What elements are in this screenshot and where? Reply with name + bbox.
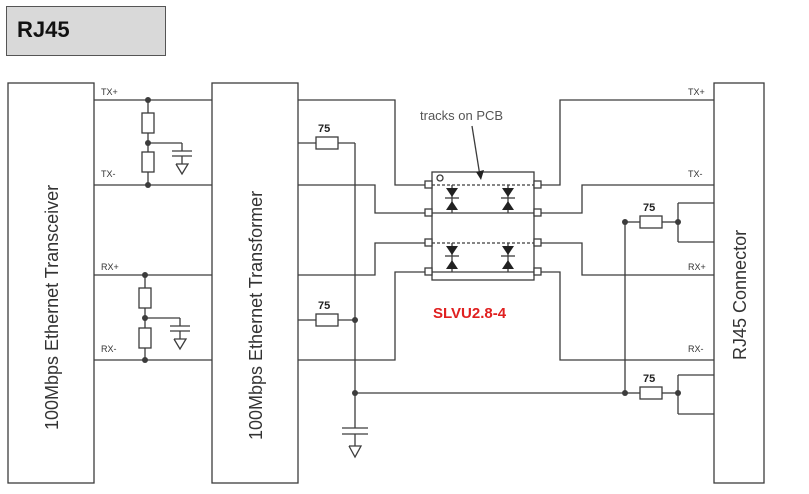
- tvs-chip: [424, 171, 542, 281]
- diagram-title: RJ45: [17, 17, 70, 42]
- resistor-label-4: 75: [643, 373, 655, 385]
- transceiver-label: 100Mbps Ethernet Transceiver: [42, 185, 62, 430]
- connector-termination-network: [622, 202, 714, 415]
- tx-plus-label-right: TX+: [688, 87, 705, 97]
- tx-termination-network: [141, 97, 192, 188]
- tracks-annotation: tracks on PCB: [420, 108, 503, 123]
- part-number-label: SLVU2.8-4: [433, 305, 507, 322]
- rx-minus-label-right: RX-: [688, 344, 704, 354]
- connector-label: RJ45 Connector: [730, 230, 750, 360]
- resistor-label-2: 75: [318, 300, 330, 312]
- resistor-label-3: 75: [643, 202, 655, 214]
- connector-block: [713, 82, 765, 484]
- annotation-arrow: [471, 125, 481, 177]
- transceiver-block: [7, 82, 95, 484]
- rx-minus-label-left: RX-: [101, 344, 117, 354]
- rx-plus-label-right: RX+: [688, 262, 706, 272]
- transformer-label: 100Mbps Ethernet Transformer: [246, 191, 266, 440]
- rx-plus-label-left: RX+: [101, 262, 119, 272]
- tvs-to-connector-lines: [541, 99, 714, 361]
- resistor-label-1: 75: [318, 123, 330, 135]
- transformer-block: [211, 82, 299, 484]
- rx-termination-network: [138, 272, 190, 363]
- tx-minus-label-right: TX-: [688, 169, 703, 179]
- tx-plus-label-left: TX+: [101, 87, 118, 97]
- title-box: RJ45: [6, 6, 166, 56]
- tx-minus-label-left: TX-: [101, 169, 116, 179]
- annotation-arrowhead: [476, 170, 484, 180]
- transformer-center-tap-network: [298, 136, 368, 459]
- transformer-to-tvs-lines: [298, 99, 425, 361]
